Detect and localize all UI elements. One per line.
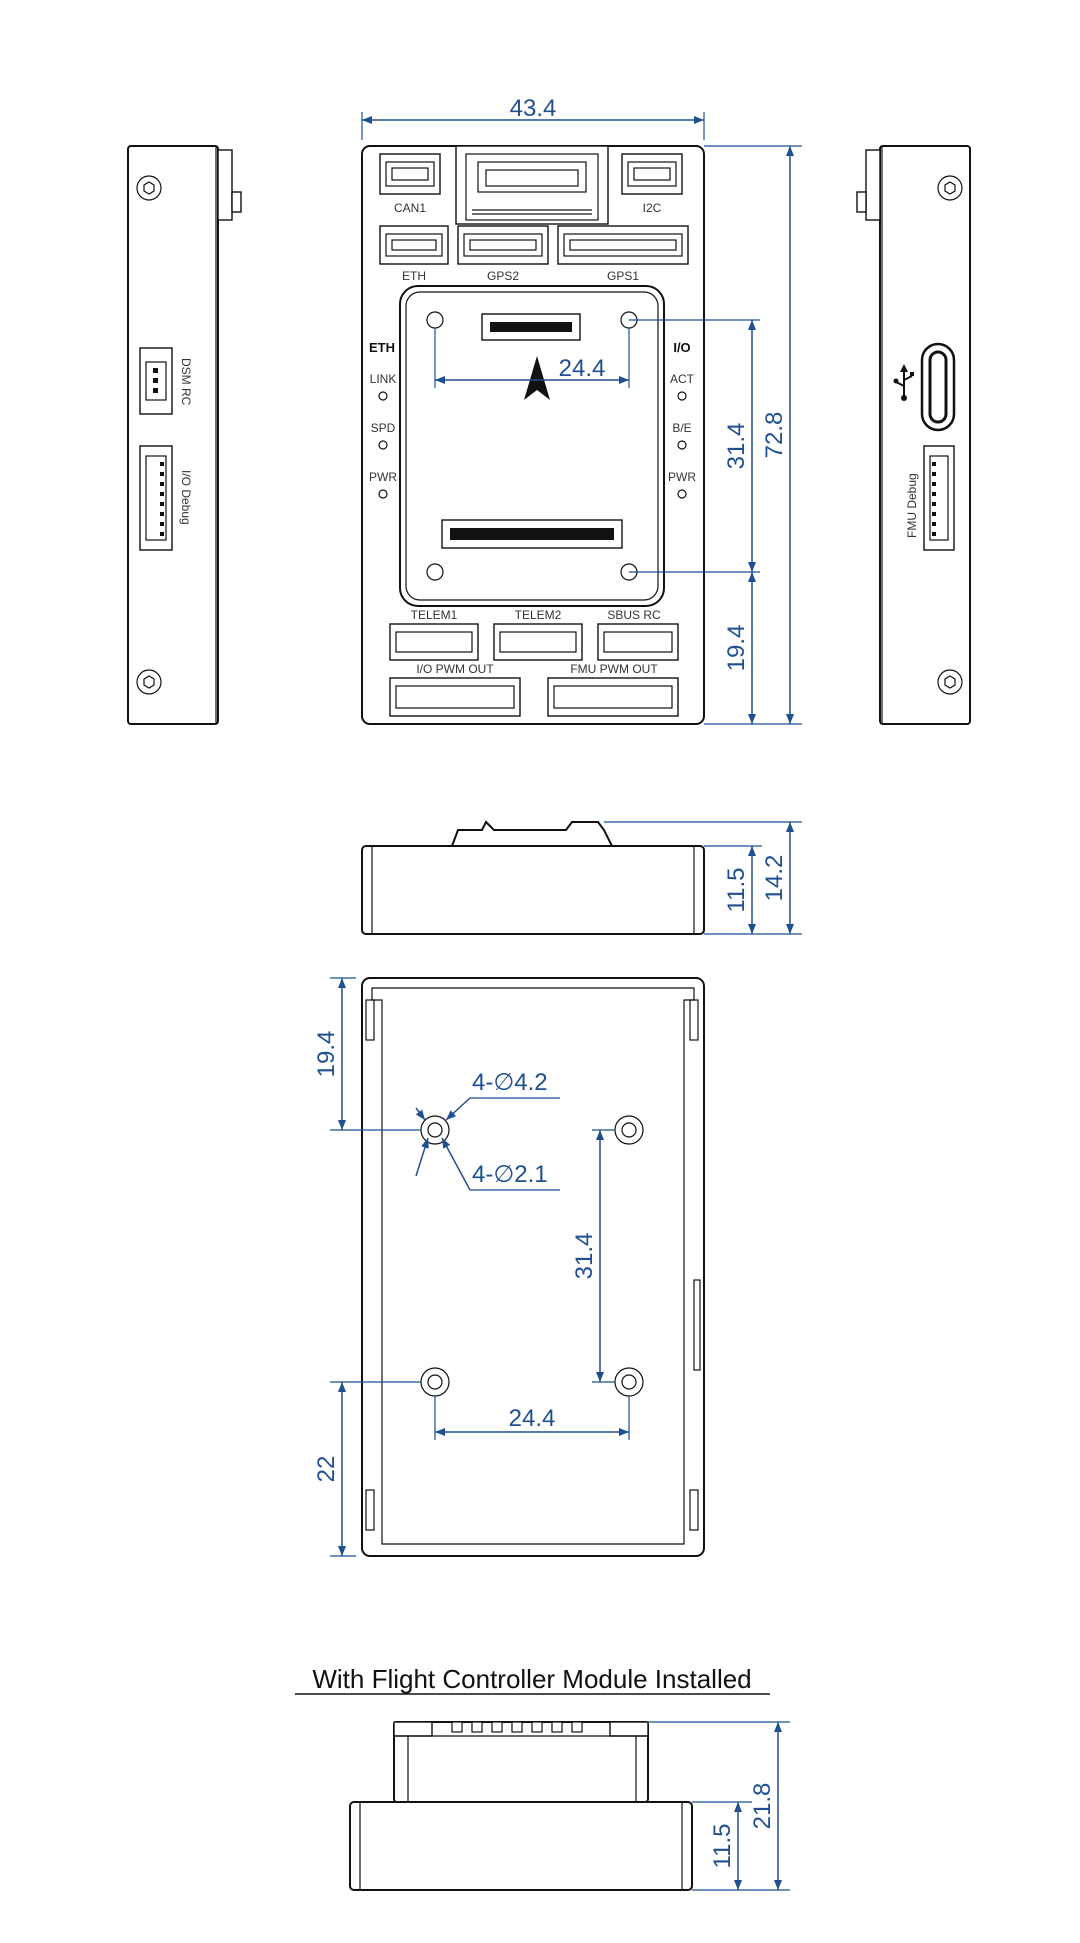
- screw-icon: [136, 175, 162, 201]
- section-title: With Flight Controller Module Installed: [312, 1664, 751, 1694]
- pwr-io-led: [677, 489, 687, 499]
- can1-connector: CAN1: [379, 153, 441, 215]
- gps1-connector: GPS1: [557, 225, 689, 283]
- i2c-connector: I2C: [621, 153, 683, 215]
- bottom-view: 4-∅4.2 4-∅2.1 19.4 31.4 24.4 22: [313, 977, 705, 1557]
- pwr-led-label: PWR: [369, 470, 397, 484]
- screw-icon: [937, 669, 963, 695]
- side-elevation-view: 11.5 14.2: [361, 820, 802, 935]
- sbus-rc-label: SBUS RC: [607, 608, 661, 622]
- spd-led: [378, 440, 388, 450]
- width-dimension: 43.4: [510, 95, 557, 122]
- left-side-view: DSM RC I/O Debug: [127, 145, 242, 725]
- installed-body-height-dimension: 11.5: [709, 1824, 736, 1869]
- side-total-height-dimension: 14.2: [761, 855, 788, 902]
- bottom-offset-dimension: 19.4: [723, 625, 750, 672]
- link-led-label: LINK: [370, 372, 397, 386]
- usb-icon: [893, 364, 914, 401]
- usb-c-port: [920, 342, 956, 432]
- act-led-label: ACT: [670, 372, 695, 386]
- bottom-hole-span-x-dimension: 24.4: [509, 1405, 556, 1432]
- i2c-label: I2C: [643, 201, 662, 215]
- pwr-led: [378, 489, 388, 499]
- height-dimension: 72.8: [761, 412, 788, 459]
- eth-led-heading: ETH: [369, 340, 395, 355]
- dsm-rc-port: DSM RC: [139, 347, 193, 415]
- dsm-rc-label: DSM RC: [179, 358, 193, 406]
- hole-inner-callout: 4-∅2.1: [472, 1161, 548, 1188]
- fmu-pwm-out-connector: FMU PWM OUT: [547, 662, 679, 717]
- pwr-io-led-label: PWR: [668, 470, 696, 484]
- spd-led-label: SPD: [371, 421, 396, 435]
- bottom-lower-offset-dimension: 22: [313, 1456, 340, 1483]
- hole-outer-callout: 4-∅4.2: [472, 1069, 548, 1096]
- mount-hole: [426, 563, 444, 581]
- side-body-height-dimension: 11.5: [723, 868, 750, 913]
- board-connector-bottom: [441, 519, 623, 549]
- io-debug-port: I/O Debug: [139, 445, 193, 551]
- installed-section: With Flight Controller Module Installed …: [295, 1664, 790, 1891]
- screw-icon: [136, 669, 162, 695]
- fmu-debug-label: FMU Debug: [905, 473, 919, 538]
- gps2-label: GPS2: [487, 269, 519, 283]
- bottom-top-offset-dimension: 19.4: [313, 1031, 340, 1078]
- act-led: [677, 391, 687, 401]
- io-pwm-out-connector: I/O PWM OUT: [389, 662, 521, 717]
- telem1-connector: TELEM1: [389, 608, 479, 661]
- telem1-label: TELEM1: [411, 608, 458, 622]
- header-pins: [451, 1721, 583, 1733]
- io-pwm-out-label: I/O PWM OUT: [416, 662, 494, 676]
- io-led-heading: I/O: [673, 340, 690, 355]
- fmu-pwm-out-label: FMU PWM OUT: [570, 662, 658, 676]
- telem2-label: TELEM2: [515, 608, 562, 622]
- be-led-label: B/E: [672, 421, 691, 435]
- telem2-connector: TELEM2: [493, 608, 583, 661]
- hole-span-y-dimension: 31.4: [723, 423, 750, 470]
- io-debug-label: I/O Debug: [179, 470, 193, 525]
- link-led: [378, 391, 388, 401]
- right-side-view: FMU Debug: [856, 145, 971, 725]
- be-led: [677, 440, 687, 450]
- bottom-hole-span-y-dimension: 31.4: [571, 1233, 598, 1280]
- fmu-debug-port: FMU Debug: [905, 445, 955, 551]
- top-view: CAN1 I2C ETH GPS2: [361, 95, 802, 725]
- main-header-connector: [455, 145, 609, 225]
- board-connector-top: [481, 313, 581, 341]
- hole-span-x-dimension: 24.4: [559, 355, 606, 382]
- installed-total-height-dimension: 21.8: [749, 1783, 776, 1830]
- gps2-connector: GPS2: [457, 225, 549, 283]
- eth-label: ETH: [402, 269, 426, 283]
- gps1-label: GPS1: [607, 269, 639, 283]
- screw-icon: [937, 175, 963, 201]
- sbus-rc-connector: SBUS RC: [597, 608, 679, 661]
- can1-label: CAN1: [394, 201, 426, 215]
- eth-connector: ETH: [379, 225, 449, 283]
